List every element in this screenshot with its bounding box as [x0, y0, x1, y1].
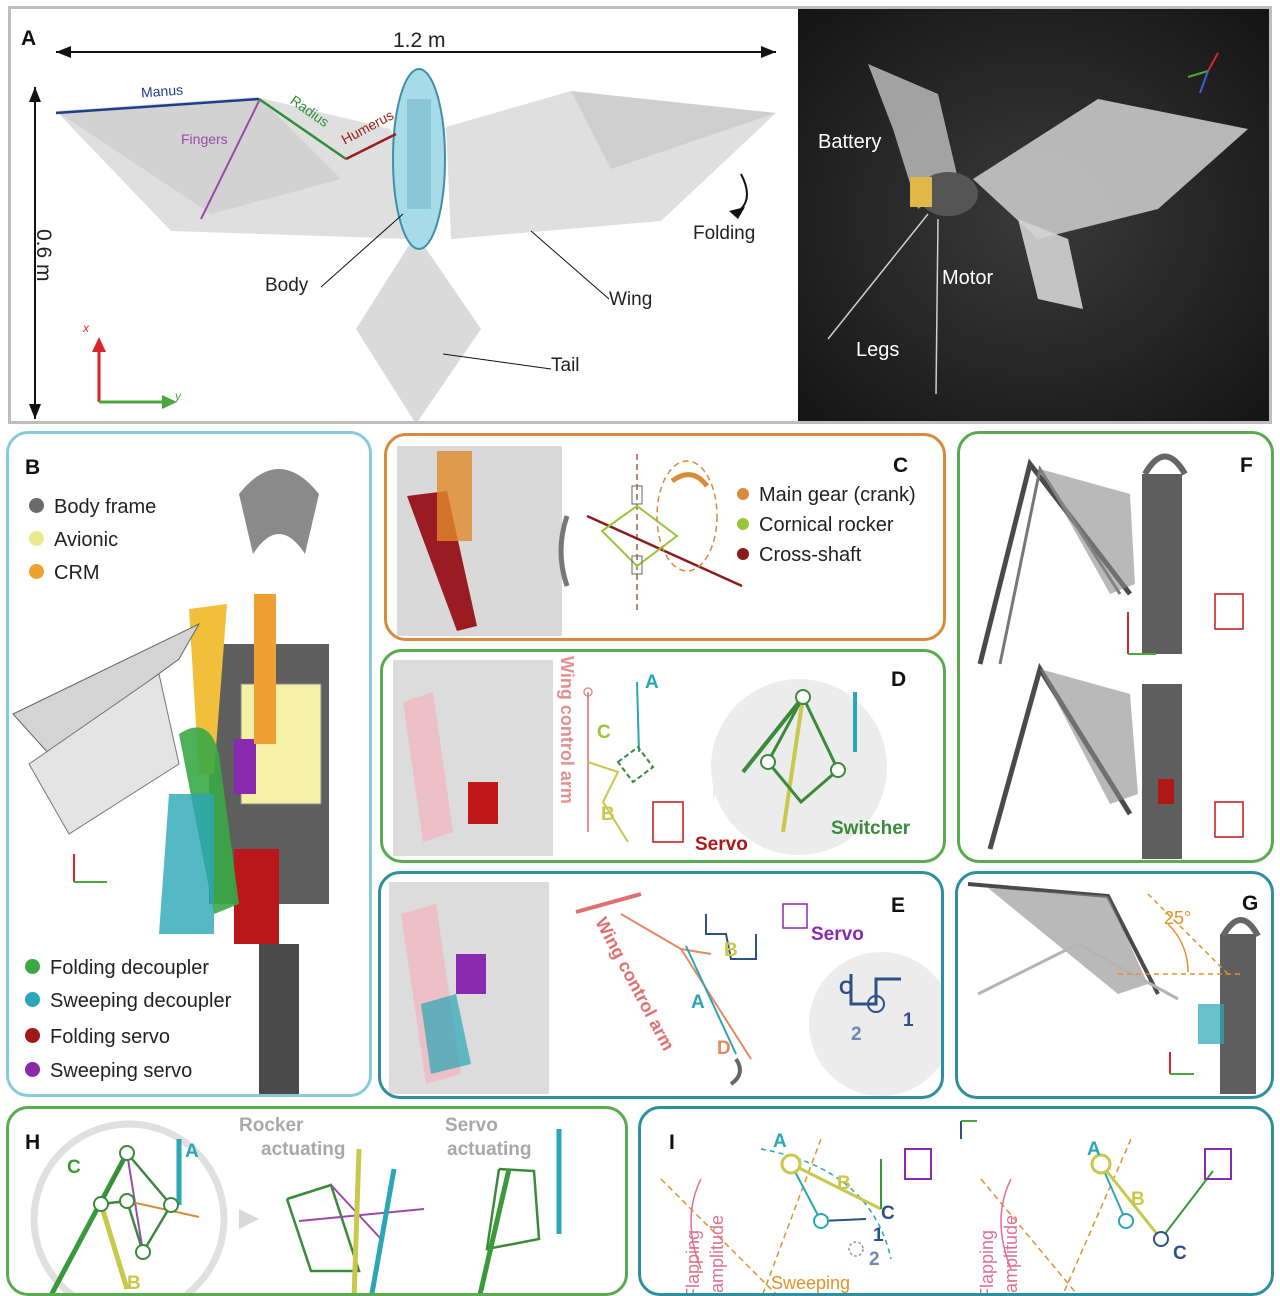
- panel-label-d: D: [891, 668, 907, 691]
- bird-robot-topview: [29, 46, 776, 421]
- panel-label-f: F: [1240, 454, 1253, 477]
- servo-line1: Servo: [445, 1115, 498, 1136]
- node-2-e: 2: [851, 1024, 862, 1045]
- panel-label-a: A: [21, 27, 37, 50]
- legend-cornical-rocker: Cornical rocker: [737, 514, 893, 537]
- amplitude-label-1: amplitude: [707, 1214, 727, 1293]
- panel-i: I Flapping amplitude A B C 1 2 Sweeping …: [638, 1106, 1274, 1296]
- label-battery: Battery: [818, 131, 882, 153]
- rocker-line1: Rocker: [239, 1115, 304, 1136]
- switcher-d: Switcher: [831, 818, 911, 839]
- servo-line2: actuating: [447, 1139, 532, 1160]
- legend-folding-decoupler: Folding decoupler: [25, 957, 209, 980]
- node-a-d: A: [645, 672, 659, 693]
- label-body: Body: [265, 275, 309, 296]
- node-b-e: B: [724, 940, 738, 961]
- node-c-i1: C: [881, 1203, 895, 1224]
- node-d-e: D: [717, 1038, 731, 1059]
- legend-main-gear: Main gear (crank): [737, 484, 916, 507]
- panel-b: B Body frame Avionic CRM Folding decoupl…: [6, 431, 372, 1097]
- flapping-label-1: Flapping: [683, 1229, 703, 1296]
- label-legs: Legs: [856, 339, 900, 361]
- legend-crm: CRM: [29, 562, 100, 585]
- panel-label-g: G: [1242, 892, 1259, 915]
- sweeping-label: Sweeping: [771, 1273, 851, 1293]
- legend-folding-servo: Folding servo: [25, 1026, 170, 1049]
- servo-e: Servo: [811, 924, 864, 945]
- label-fingers: Fingers: [181, 131, 228, 147]
- flapping-amplitude-diagram: [660, 1120, 1232, 1293]
- node-b-i1: B: [837, 1173, 851, 1194]
- legend-sweeping-decoupler: Sweeping decoupler: [25, 990, 231, 1013]
- switcher-actuation: [30, 1120, 562, 1293]
- node-a-i1: A: [773, 1131, 787, 1152]
- panel-a-drawing: A 1.2 m 0.6 m Manus Radius Humerus Finge…: [8, 6, 798, 424]
- flapping-label-2: Flapping: [977, 1229, 997, 1296]
- rocker-line2: actuating: [261, 1139, 346, 1160]
- amplitude-label-2: amplitude: [1001, 1214, 1021, 1293]
- legend-body-frame: Body frame: [29, 496, 156, 519]
- panel-label-i: I: [669, 1131, 675, 1154]
- node-c-e: C: [839, 978, 853, 999]
- sweeping-state: [967, 882, 1261, 1094]
- node-a-h: A: [185, 1141, 199, 1162]
- height-dimension: 0.6 m: [32, 229, 55, 282]
- label-folding: Folding: [693, 223, 756, 244]
- crank-rocker-diagram: [397, 446, 743, 636]
- mechanism-assembly: [12, 469, 329, 1094]
- node-a-i2: A: [1087, 1139, 1101, 1160]
- label-tail: Tail: [551, 355, 580, 376]
- legend-sweeping-servo: Sweeping servo: [25, 1060, 192, 1083]
- width-dimension: 1.2 m: [393, 29, 446, 52]
- node-1-e: 1: [903, 1010, 914, 1031]
- legend-cross-shaft: Cross-shaft: [737, 544, 861, 567]
- panel-label-e: E: [891, 894, 906, 917]
- sweeping-linkage-diagram: [389, 882, 941, 1096]
- panel-d: D Wing control arm A C B Servo Switcher: [380, 649, 946, 863]
- panel-label-b: B: [25, 456, 41, 479]
- panel-label-c: C: [893, 454, 909, 477]
- node-a-e: A: [691, 992, 705, 1013]
- panel-g: G 25°: [955, 871, 1274, 1099]
- panel-label-h: H: [25, 1131, 41, 1154]
- node-b-d: B: [601, 804, 615, 825]
- axis-x-label: x: [83, 321, 89, 335]
- node-1-i1: 1: [873, 1225, 884, 1246]
- node-2-i1: 2: [869, 1249, 880, 1270]
- node-b-h: B: [127, 1273, 141, 1294]
- label-manus: Manus: [140, 81, 184, 101]
- legend-avionic: Avionic: [29, 529, 118, 552]
- folding-states: [977, 453, 1244, 859]
- panel-a-photo: Battery Motor Legs: [798, 6, 1272, 424]
- label-motor: Motor: [942, 267, 994, 289]
- robot-photo: [798, 9, 1269, 421]
- angle-25: 25°: [1164, 908, 1192, 928]
- axis-y-label: y: [175, 389, 181, 403]
- node-b-i2: B: [1131, 1189, 1145, 1210]
- node-c-d: C: [597, 722, 611, 743]
- node-c-h: C: [67, 1157, 81, 1178]
- folding-linkage-diagram: [393, 660, 887, 856]
- panel-h: H C A B Rocker actuating Servo actuating: [6, 1106, 628, 1296]
- panel-c: C Main gear (crank) Cornical rocker Cros…: [384, 433, 946, 641]
- panel-e: E Wing control arm A B D C 1 2 Servo: [378, 871, 944, 1099]
- wing-control-arm-d: Wing control arm: [557, 656, 577, 804]
- panel-f: F: [957, 431, 1274, 863]
- node-c-i2: C: [1173, 1243, 1187, 1264]
- label-wing: Wing: [609, 289, 653, 310]
- servo-d: Servo: [695, 834, 748, 855]
